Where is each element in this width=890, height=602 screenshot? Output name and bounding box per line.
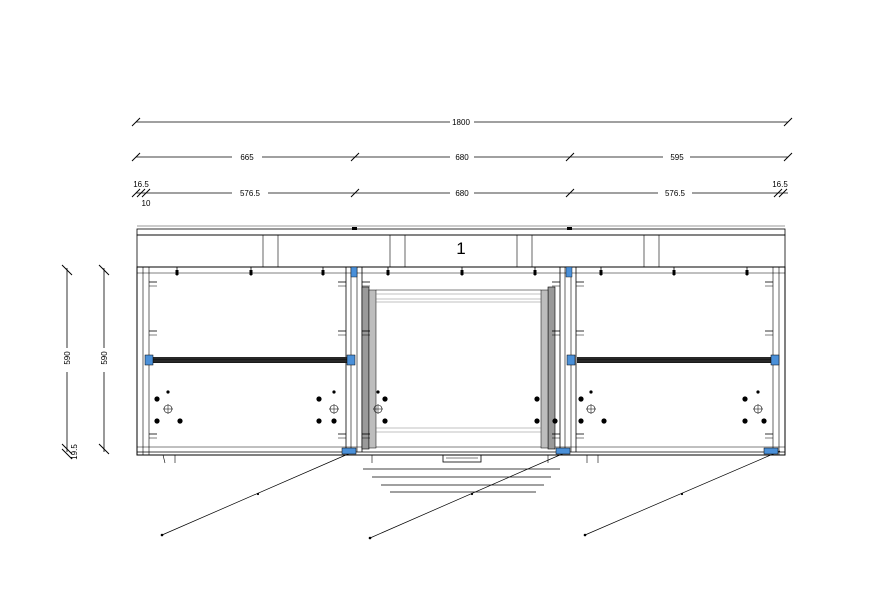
- hinge-pin-head: [175, 270, 179, 275]
- dimension-section-3-label: 595: [670, 153, 684, 162]
- shelf-pin: [756, 390, 760, 394]
- shelf-hole: [742, 396, 748, 402]
- hinge-pin-head: [321, 270, 325, 275]
- shelf-hole: [154, 418, 160, 424]
- top-panel: 1: [136, 225, 786, 268]
- shelf-hole: [578, 418, 584, 424]
- hanging-rails: [144, 266, 780, 366]
- dimension-overall-label: 1800: [452, 118, 470, 127]
- dimension-height-inner-label: 590: [100, 351, 109, 365]
- hinge-pin-head: [533, 270, 537, 275]
- shelf-pin: [332, 390, 336, 394]
- shelf-hole: [382, 396, 388, 402]
- door-swing-lines: [160, 447, 781, 540]
- dimension-edge-left-bottom-label: 10: [142, 199, 151, 208]
- hinge-pin-head: [599, 270, 603, 275]
- shelf-hole: [534, 396, 540, 402]
- shelf-pin: [589, 390, 593, 394]
- dimension-overall: 1800: [131, 117, 793, 127]
- shelf-hole: [316, 418, 322, 424]
- dimension-inner-3-label: 576.5: [665, 189, 686, 198]
- shelf-hole: [331, 418, 337, 424]
- shelf-pin: [376, 390, 380, 394]
- shelf-hole: [761, 418, 767, 424]
- cabinet-body: [136, 266, 786, 456]
- shelf-hole: [578, 396, 584, 402]
- shelf-hole: [316, 396, 322, 402]
- dimension-sections-outer: 665 680 595: [131, 152, 793, 162]
- dimension-sections-inner: 16.5 10 576.5 680 576.5 16.5: [131, 180, 788, 208]
- dimension-height-outer-label: 590: [63, 351, 72, 365]
- drawer-handle: [442, 454, 482, 463]
- dimension-height-base-label: 19.5: [70, 444, 79, 460]
- hinge-pin-head: [460, 270, 464, 275]
- middle-section-frame: [361, 286, 556, 450]
- shelf-hole: [534, 418, 540, 424]
- cabinet-number-label: 1: [456, 239, 465, 258]
- hinge-pin-head: [386, 270, 390, 275]
- shelf-hole: [742, 418, 748, 424]
- dimension-section-1-label: 665: [240, 153, 254, 162]
- dimension-edge-right-top-label: 16.5: [772, 180, 788, 189]
- dimension-inner-2-label: 680: [455, 189, 469, 198]
- adjuster-symbols: [163, 404, 763, 414]
- shelf-hole: [177, 418, 183, 424]
- shelf-hole: [382, 418, 388, 424]
- hinge-pin-head: [672, 270, 676, 275]
- drawer-swing-lines: [363, 468, 560, 493]
- dimension-inner-1-label: 576.5: [240, 189, 261, 198]
- hinge-pin-head: [249, 270, 253, 275]
- shelf-holes: [154, 390, 767, 424]
- shelf-hole: [552, 418, 558, 424]
- hinge-pin-head: [745, 270, 749, 275]
- dimension-edge-left-top-label: 16.5: [133, 180, 149, 189]
- shelf-pin: [166, 390, 170, 394]
- dimension-vertical: 590 590 19.5: [61, 264, 110, 460]
- hinge-markers: [149, 267, 773, 439]
- shelf-hole: [154, 396, 160, 402]
- dimension-section-2-label: 680: [455, 153, 469, 162]
- shelf-hole: [601, 418, 607, 424]
- plinth-feet: [162, 454, 599, 464]
